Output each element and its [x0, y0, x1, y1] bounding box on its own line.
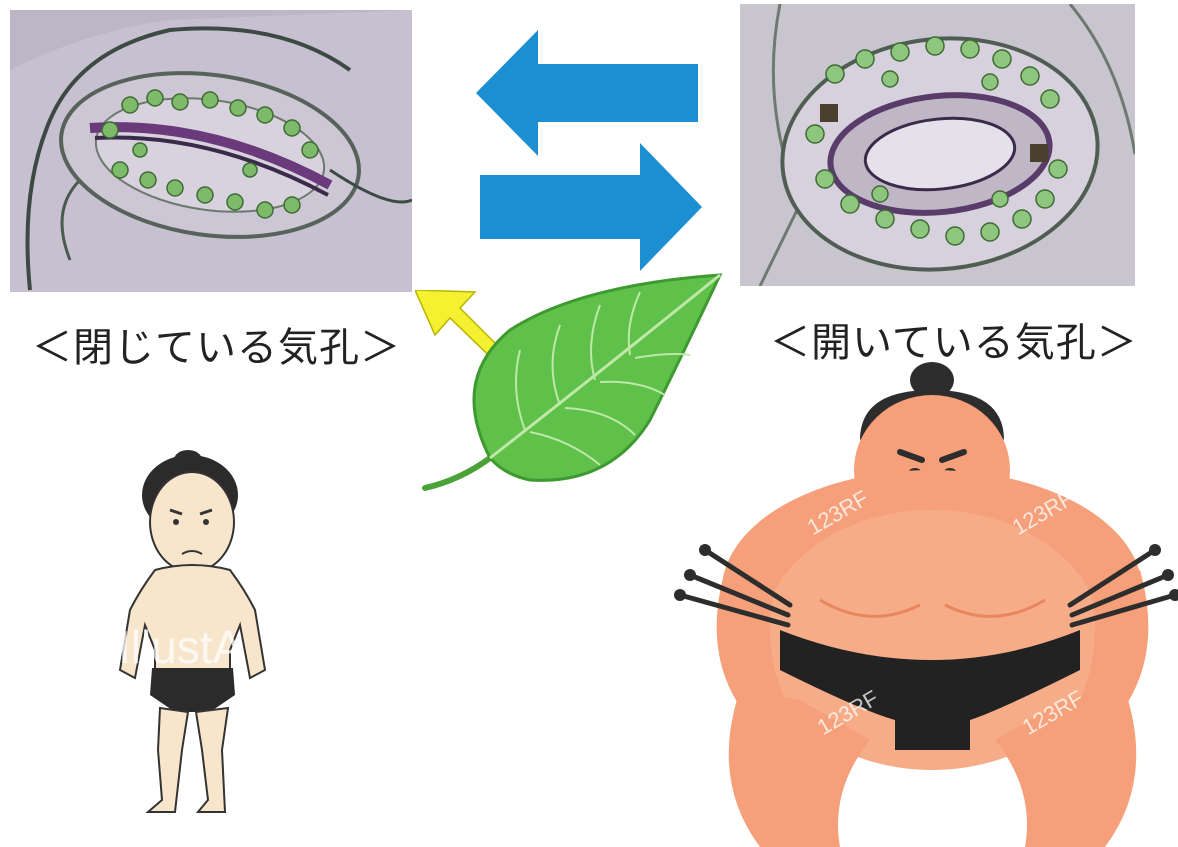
closed-stoma-caption: ＜閉じている気孔＞	[32, 315, 401, 373]
right-arrow-icon	[480, 143, 702, 271]
sumo-wrestler-illustration	[670, 360, 1178, 847]
small-figure-watermark: IllustA	[118, 620, 243, 674]
closed-stoma-image	[10, 10, 412, 292]
open-stoma-image	[740, 4, 1135, 286]
left-arrow-icon	[476, 30, 698, 156]
